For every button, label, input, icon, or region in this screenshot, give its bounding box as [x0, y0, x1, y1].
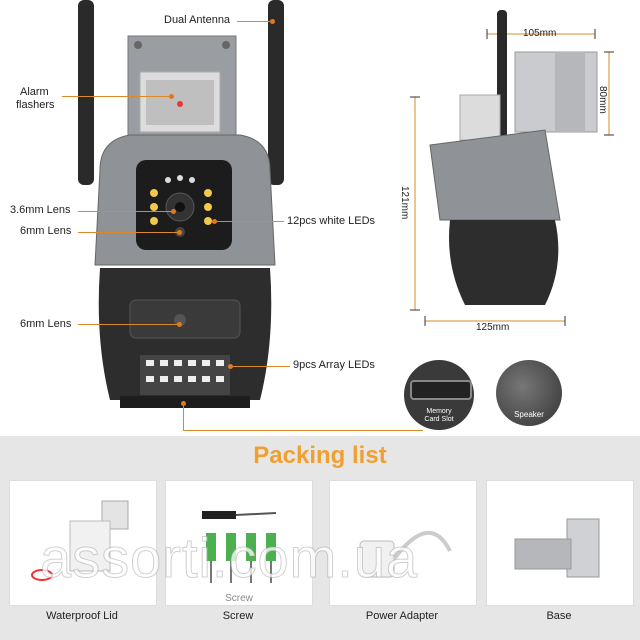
callout-array-leds: 9pcs Array LEDs — [293, 359, 375, 371]
packing-caption-base: Base — [546, 610, 572, 622]
watermark: assorti.com.ua — [39, 526, 419, 590]
callout-alarm-flashers-1: Alarm — [20, 86, 49, 98]
callout-array-leds-line — [232, 366, 290, 367]
speaker-detail: Speaker — [496, 360, 562, 426]
callout-alarm-flashers-2: flashers — [16, 99, 55, 111]
memory-card-slot-detail: Memory Card Slot — [404, 360, 474, 430]
dim-top-width: 105mm — [523, 28, 557, 39]
memory-card-connector-vertical — [183, 405, 184, 430]
screw-sub-label: Screw — [225, 593, 253, 604]
callout-white-leds-line — [216, 221, 284, 222]
packing-list-title: Packing list — [253, 442, 387, 469]
packing-item-power-adapter — [329, 480, 477, 606]
packing-caption-power-adapter: Power Adapter — [365, 610, 439, 622]
callout-dual-antenna: Dual Antenna — [164, 14, 231, 26]
callout-array-leds-dot — [228, 364, 233, 369]
callout-alarm-dot — [169, 94, 174, 99]
packing-caption-waterproof-lid: Waterproof Lid — [46, 610, 118, 622]
memory-card-connector-dot — [181, 401, 186, 406]
callout-lens-6-top-dot — [177, 230, 182, 235]
packing-item-waterproof-lid — [9, 480, 157, 606]
packing-caption-screw: Screw — [222, 610, 254, 622]
callout-lens-3-6-dot — [171, 209, 176, 214]
callout-lens-6-top: 6mm Lens — [20, 225, 72, 237]
waterproof-lid-icon — [31, 500, 129, 581]
camera-side-illustration — [410, 10, 614, 326]
callout-lens-3-6-line — [78, 211, 172, 212]
camera-front-illustration — [78, 0, 284, 408]
dim-bracket-height: 80mm — [597, 86, 608, 114]
memory-card-connector-line — [183, 430, 423, 431]
callout-dual-antenna-line — [237, 21, 271, 22]
callout-lens-6-bottom-dot — [177, 322, 182, 327]
packing-item-screw: Screw — [165, 480, 313, 606]
callout-white-leds: 12pcs white LEDs — [287, 215, 376, 227]
callout-lens-6-bottom: 6mm Lens — [20, 318, 72, 330]
callout-white-leds-dot — [212, 219, 217, 224]
base-icon — [514, 518, 600, 578]
speaker-label: Speaker — [514, 410, 544, 419]
power-adapter-icon — [359, 531, 452, 578]
callout-lens-3-6: 3.6mm Lens — [10, 204, 71, 216]
callout-lens-6-bottom-line — [78, 324, 178, 325]
memory-card-label-1: Memory — [426, 408, 452, 415]
callout-lens-6-top-line — [78, 232, 178, 233]
callout-dual-antenna-dot — [270, 19, 275, 24]
packing-item-base — [486, 480, 634, 606]
memory-card-label-2: Card Slot — [424, 416, 454, 423]
dim-body-width: 125mm — [476, 322, 510, 333]
card-slot-graphic — [410, 380, 472, 400]
callout-alarm-line — [62, 96, 170, 97]
dim-total-height: 121mm — [399, 186, 410, 220]
screw-icon — [202, 511, 277, 583]
